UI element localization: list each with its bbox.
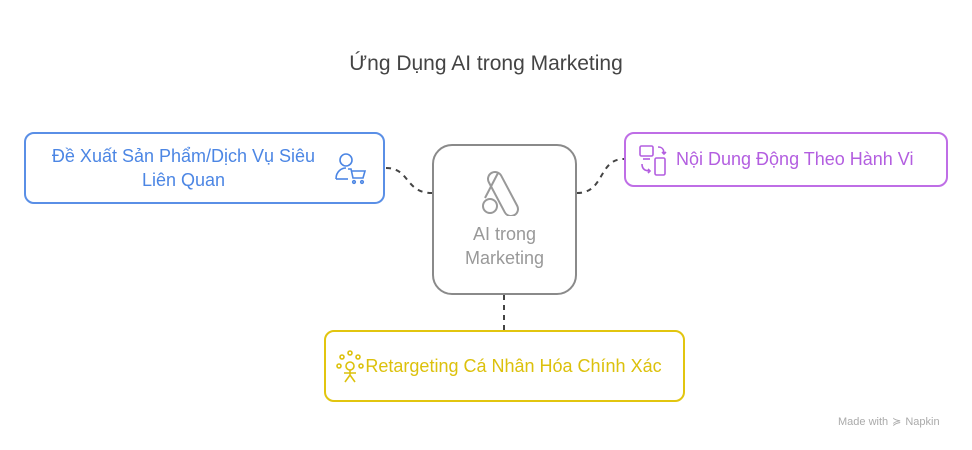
- user-cart-icon: [335, 153, 367, 185]
- google-ads-icon: [481, 170, 519, 216]
- node-product-recommendation: Đề Xuất Sản Phẩm/Dịch Vụ Siêu Liên Quan: [24, 132, 385, 204]
- node-retargeting: Retargeting Cá Nhân Hóa Chính Xác: [324, 330, 685, 402]
- napkin-watermark: Made with ≽ Napkin: [838, 415, 940, 429]
- node-label: Nội Dung Động Theo Hành Vi: [676, 149, 914, 169]
- node-label: Retargeting Cá Nhân Hóa Chính Xác: [365, 356, 662, 376]
- brand-text: Napkin: [905, 415, 940, 428]
- connector-right: [576, 158, 625, 194]
- central-node: AI trong Marketing: [432, 144, 577, 295]
- devices-sync-icon: [639, 144, 667, 176]
- made-with-text: Made with: [838, 415, 889, 428]
- napkin-logo-icon: ≽: [892, 416, 902, 428]
- node-label: Đề Xuất Sản Phẩm/Dịch Vụ Siêu Liên Quan: [51, 146, 316, 190]
- central-label: AI trong Marketing: [464, 223, 545, 268]
- diagram-title: Ứng Dụng AI trong Marketing: [349, 52, 623, 75]
- node-dynamic-content: Nội Dung Động Theo Hành Vi: [624, 132, 948, 187]
- person-network-icon: [336, 350, 364, 383]
- connector-left: [385, 167, 433, 194]
